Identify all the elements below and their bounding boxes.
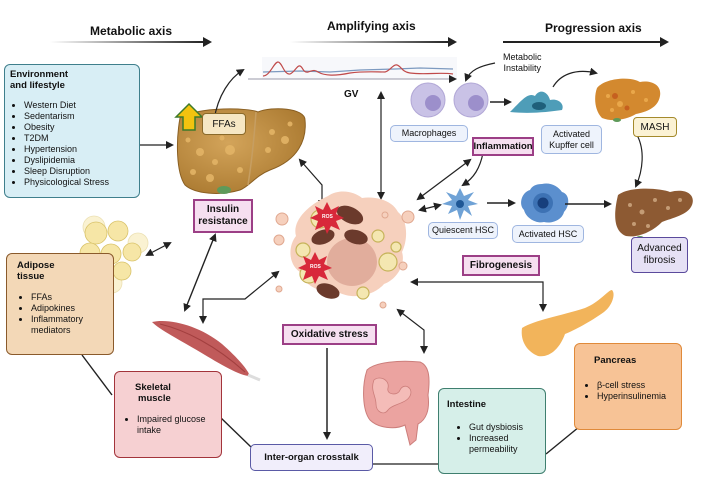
- list-item: β-cell stress: [597, 380, 675, 391]
- progression-axis-label: Progression axis: [545, 21, 642, 35]
- activated-hsc-illustration: [521, 183, 569, 223]
- metabolic-axis-arrow: [50, 41, 205, 43]
- glycemic-variability-graph: [248, 57, 457, 83]
- list-item: Hypertension: [24, 144, 134, 155]
- skeletal-muscle-illustration: [152, 320, 261, 382]
- pancreas-illustration: [521, 290, 614, 357]
- gv-label: GV: [344, 89, 359, 100]
- environment-lifestyle-box: Environment and lifestyle Western Diet S…: [4, 64, 140, 198]
- intestine-illustration: [363, 360, 430, 446]
- mash-label: MASH: [633, 117, 677, 137]
- pancreas-box: Pancreas β-cell stress Hyperinsulinemia: [574, 343, 682, 430]
- intestine-box: Intestine Gut dysbiosis Increased permea…: [438, 388, 546, 474]
- list-item: Physicological Stress: [24, 177, 134, 188]
- intestine-list: Gut dysbiosis Increased permeability: [455, 422, 537, 455]
- metabolic-instability-line1: Metabolic: [503, 52, 542, 62]
- fibrogenesis-text: Fibrogenesis: [469, 259, 533, 271]
- oxidative-stress-label: Oxidative stress: [282, 324, 377, 345]
- kupffer-cell-illustration: [510, 91, 563, 113]
- activated-hsc-label: Activated HSC: [512, 225, 584, 243]
- metabolic-instability-line2: Instability: [503, 63, 542, 73]
- ros-burst-icon: [310, 202, 344, 234]
- quiescent-hsc-text: Quiescent HSC: [431, 225, 495, 235]
- list-item: Sedentarism: [24, 111, 134, 122]
- mash-liver-illustration: [595, 78, 661, 122]
- list-item: Hyperinsulinemia: [597, 391, 675, 402]
- skeletal-muscle-title: Skeletal: [135, 382, 171, 393]
- ros-label: ROS: [310, 264, 321, 270]
- environment-factors-list: Western Diet Sedentarism Obesity T2DM Hy…: [10, 100, 134, 188]
- insulin-resistance-line2: resistance: [198, 216, 248, 227]
- ffas-label: FFAs: [202, 113, 246, 135]
- list-item: T2DM: [24, 133, 134, 144]
- list-item: Increased permeability: [469, 433, 537, 455]
- fibrogenesis-label: Fibrogenesis: [462, 255, 540, 276]
- up-arrow-icon: [174, 102, 204, 131]
- inter-organ-crosstalk-text: Inter-organ crosstalk: [264, 451, 359, 463]
- pancreas-list: β-cell stress Hyperinsulinemia: [583, 380, 675, 402]
- metabolic-instability-label: Metabolic Instability: [503, 52, 542, 74]
- progression-axis-arrow: [503, 41, 663, 43]
- stressed-hepatocyte-illustration: [273, 191, 415, 309]
- mash-text: MASH: [640, 121, 670, 133]
- adipose-tissue-box: Adipose tissue FFAs Adipokines Inflammat…: [6, 253, 114, 355]
- advanced-fibrosis-label: Advanced fibrosis: [631, 237, 688, 273]
- list-item: Western Diet: [24, 100, 134, 111]
- quiescent-hsc-label: Quiescent HSC: [428, 222, 498, 239]
- ros-label: ROS: [322, 214, 333, 220]
- activated-kupffer-cell-label: Activated Kupffer cell: [541, 125, 602, 154]
- list-item: Obesity: [24, 122, 134, 133]
- insulin-resistance-line1: Insulin: [206, 204, 240, 215]
- advanced-fibrosis-line2: fibrosis: [643, 255, 676, 266]
- list-item: FFAs: [31, 292, 103, 303]
- inter-organ-crosstalk-label: Inter-organ crosstalk: [250, 444, 373, 471]
- activated-hsc-text: Activated HSC: [518, 228, 578, 239]
- advanced-fibrosis-line1: Advanced: [637, 243, 682, 254]
- list-item: Impaired glucose intake: [137, 414, 213, 436]
- intestine-title: Intestine: [447, 399, 487, 410]
- kupffer-line2: Kupffer cell: [549, 139, 594, 150]
- list-item: Dyslipidemia: [24, 155, 134, 166]
- list-item: Gut dysbiosis: [469, 422, 537, 433]
- metabolic-axis-label: Metabolic axis: [90, 24, 173, 38]
- fibrotic-liver-illustration: [615, 188, 693, 240]
- amplifying-axis-label: Amplifying axis: [327, 19, 416, 33]
- skeletal-muscle-list: Impaired glucose intake: [123, 414, 213, 436]
- adipose-title: Adipose: [17, 260, 55, 271]
- macrophages-label: Macrophages: [390, 125, 468, 142]
- list-item: Inflammatory mediators: [31, 314, 103, 336]
- ffas-text: FFAs: [212, 118, 236, 130]
- skeletal-muscle-title-line2: muscle: [138, 393, 171, 404]
- oxidative-stress-text: Oxidative stress: [290, 328, 369, 340]
- list-item: Sleep Disruption: [24, 166, 134, 177]
- adipose-title-line2: tissue: [17, 271, 45, 282]
- inflammation-text: Inflammation: [473, 140, 533, 152]
- insulin-resistance-label: Insulin resistance: [193, 199, 253, 233]
- pancreas-title: Pancreas: [594, 355, 637, 366]
- axis-arrows: [50, 37, 669, 47]
- environment-title: Environment: [10, 69, 69, 80]
- skeletal-muscle-box: Skeletal muscle Impaired glucose intake: [114, 371, 222, 458]
- inflammation-label: Inflammation: [472, 137, 534, 156]
- list-item: Adipokines: [31, 303, 103, 314]
- quiescent-hsc-illustration: [442, 188, 478, 220]
- adipose-list: FFAs Adipokines Inflammatory mediators: [17, 292, 103, 336]
- amplifying-axis-arrow: [290, 41, 450, 43]
- macrophage-cells-illustration: [410, 82, 489, 118]
- environment-title-line2: and lifestyle: [10, 80, 65, 91]
- macrophages-text: Macrophages: [401, 128, 457, 138]
- ros-burst-icon: [298, 252, 332, 284]
- kupffer-line1: Activated: [552, 128, 591, 139]
